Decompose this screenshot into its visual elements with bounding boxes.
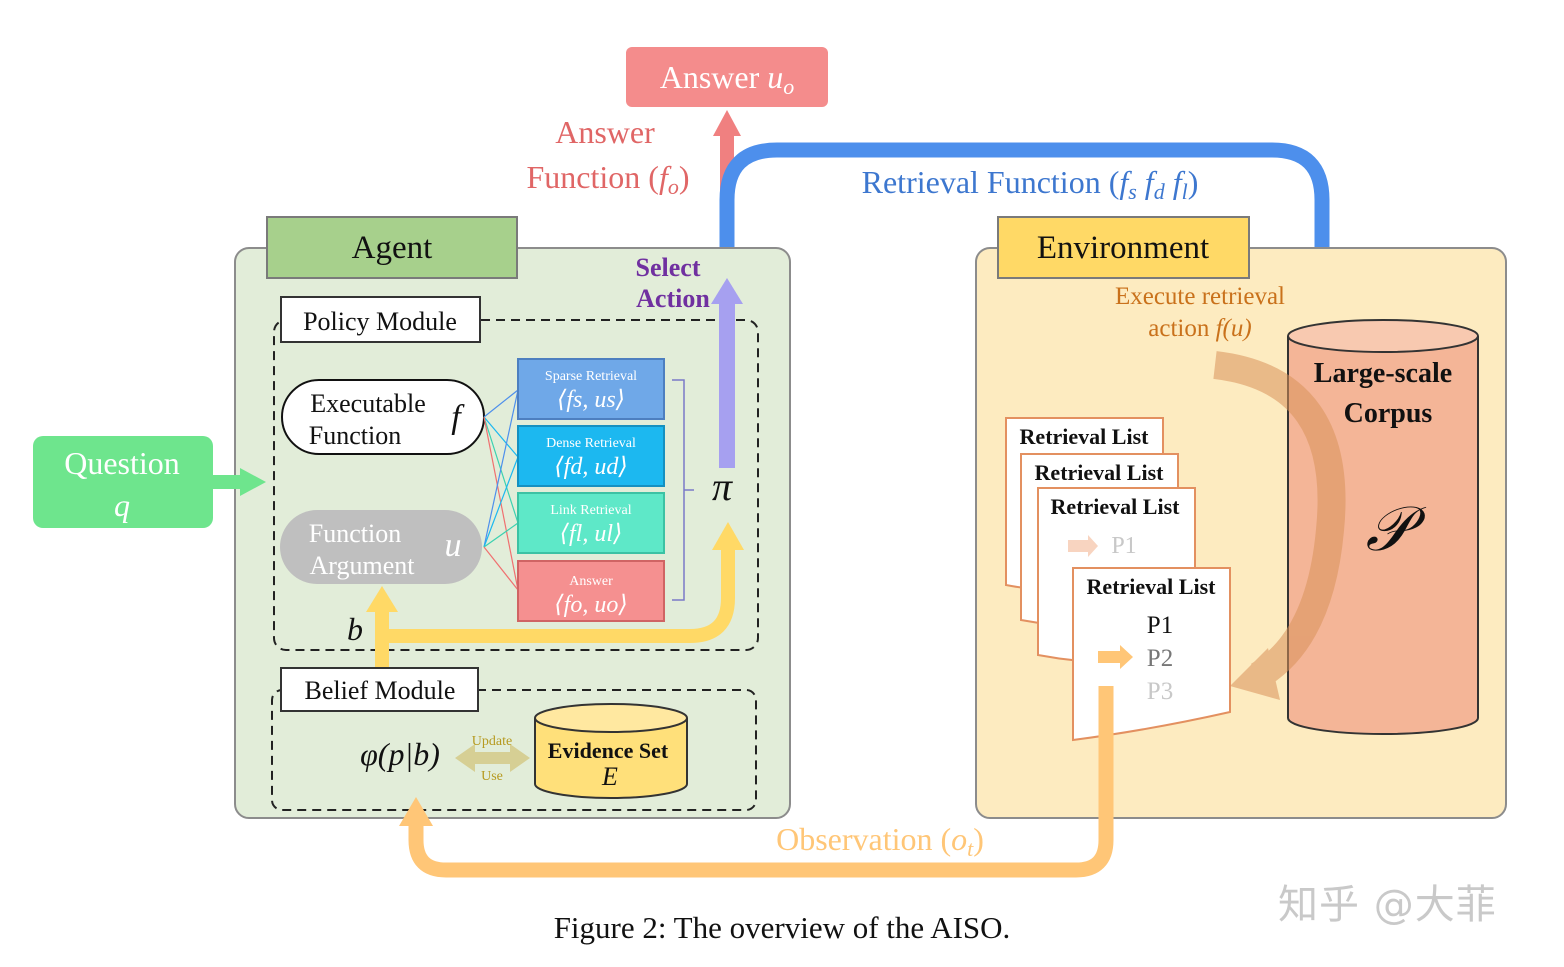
belief-module-title: Belief Module xyxy=(305,676,456,705)
agent-title: Agent xyxy=(352,230,433,266)
svg-text:Answer: Answer xyxy=(569,574,613,589)
policy-module-title: Policy Module xyxy=(303,307,457,336)
action-bracket xyxy=(672,379,694,601)
svg-text:Retrieval List: Retrieval List xyxy=(1087,574,1217,599)
svg-text:Large-scale: Large-scale xyxy=(1314,358,1452,389)
use-label: Use xyxy=(481,769,503,784)
corpus-cylinder: Large-scale Corpus 𝒫 xyxy=(1287,319,1479,735)
answer-output-box: Answer uo xyxy=(626,47,828,107)
answer-box-label: Answer xyxy=(660,59,760,95)
svg-text:Corpus: Corpus xyxy=(1344,398,1433,429)
observation-arrow xyxy=(399,686,1114,878)
environment-title: Environment xyxy=(1037,230,1209,266)
svg-text:Function: Function xyxy=(309,519,401,548)
svg-text:Function: Function xyxy=(309,421,401,450)
svg-text:Retrieval List: Retrieval List xyxy=(1020,424,1150,449)
policy-pi: π xyxy=(712,464,733,509)
svg-text:P1: P1 xyxy=(1147,612,1173,639)
svg-text:Executable: Executable xyxy=(310,389,426,418)
execute-curve-arrow xyxy=(1213,351,1346,700)
svg-text:Answer: Answer xyxy=(555,114,655,150)
svg-text:Retrieval List: Retrieval List xyxy=(1035,460,1165,485)
svg-text:action f(u): action f(u) xyxy=(1148,315,1251,342)
svg-text:⟨fd, ud⟩: ⟨fd, ud⟩ xyxy=(554,454,627,480)
svg-text:Action: Action xyxy=(636,284,710,313)
answer-function-label: Answer Function (fo) xyxy=(527,114,690,199)
retrieval-function-label: Retrieval Function (fs fd fl) xyxy=(862,164,1199,204)
update-use-arrow xyxy=(455,744,530,772)
function-argument-node xyxy=(280,510,482,584)
svg-text:⟨fl, ul⟩: ⟨fl, ul⟩ xyxy=(560,521,623,547)
svg-text:u: u xyxy=(445,527,462,564)
evidence-set-cylinder: Evidence Set E xyxy=(534,703,688,799)
update-label: Update xyxy=(472,734,512,749)
select-action-label: Select xyxy=(636,253,701,282)
svg-text:Function (fo): Function (fo) xyxy=(527,159,690,199)
svg-text:Evidence Set: Evidence Set xyxy=(548,738,669,763)
action-sparse-retrieval: Sparse Retrieval ⟨fs, us⟩ xyxy=(517,358,665,420)
svg-text:Argument: Argument xyxy=(310,551,416,580)
svg-text:q: q xyxy=(114,487,130,523)
belief-module: Belief Module φ(p|b) Update Use Evidence… xyxy=(271,667,757,811)
execute-action-label: Execute retrieval xyxy=(1115,283,1285,310)
svg-text:E: E xyxy=(601,762,618,791)
belief-phi: φ(p|b) xyxy=(360,736,440,772)
svg-text:Retrieval List: Retrieval List xyxy=(1051,494,1181,519)
belief-b: b xyxy=(347,611,363,647)
svg-text:P3: P3 xyxy=(1147,678,1173,705)
svg-text:Dense Retrieval: Dense Retrieval xyxy=(546,436,636,451)
policy-connections xyxy=(483,389,519,591)
svg-text:P2: P2 xyxy=(1147,645,1173,672)
select-action-arrow xyxy=(711,278,743,468)
policy-module: Policy Module Executable Function f Func… xyxy=(273,296,759,651)
action-dense-retrieval: Dense Retrieval ⟨fd, ud⟩ xyxy=(517,425,665,487)
watermark: 知乎 @大菲 xyxy=(1278,882,1497,928)
action-answer: Answer ⟨fo, uo⟩ xyxy=(517,560,665,622)
svg-text:⟨fs, us⟩: ⟨fs, us⟩ xyxy=(557,387,625,413)
environment-panel: Environment Execute retrieval action f(u… xyxy=(975,216,1507,819)
action-link-retrieval: Link Retrieval ⟨fl, ul⟩ xyxy=(517,492,665,554)
question-box: Question q xyxy=(33,436,266,528)
svg-text:Question: Question xyxy=(64,445,180,481)
svg-text:P1: P1 xyxy=(1111,533,1136,559)
svg-text:Answer uo: Answer uo xyxy=(660,59,795,99)
svg-text:Sparse Retrieval: Sparse Retrieval xyxy=(545,369,637,384)
svg-text:Link Retrieval: Link Retrieval xyxy=(550,503,631,518)
retrieval-list-doc-4: Retrieval List P1 P2 P3 xyxy=(1072,567,1231,742)
observation-label: Observation (ot) xyxy=(776,821,984,861)
figure-caption: Figure 2: The overview of the AISO. xyxy=(553,910,1011,945)
belief-to-policy-arrows xyxy=(366,522,744,668)
svg-text:⟨fo, uo⟩: ⟨fo, uo⟩ xyxy=(554,592,627,618)
